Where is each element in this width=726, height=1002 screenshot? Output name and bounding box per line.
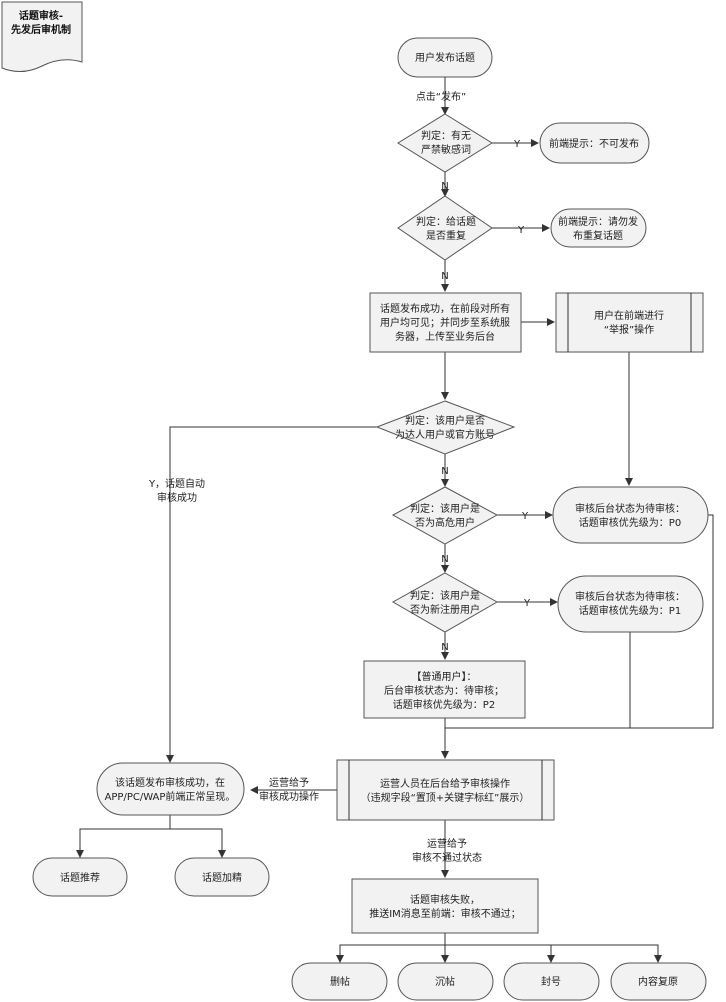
node-recommend[interactable] bbox=[32, 857, 128, 897]
node-ban-account[interactable] bbox=[503, 962, 600, 1001]
nodes-start-line-0: 用户发布话题 bbox=[415, 51, 475, 64]
edge-labels-ops-reject-line-1: 审核不通过状态 bbox=[412, 851, 482, 864]
node-delete-post[interactable] bbox=[291, 962, 388, 1001]
node-p0[interactable] bbox=[552, 486, 709, 544]
edge-labels-n5-line-0: N bbox=[441, 642, 448, 653]
edge-labels-y1-line-0: Y bbox=[513, 139, 521, 150]
edge-labels-ops-reject-line-0: 运营给予 bbox=[427, 837, 467, 850]
edge-labels-y2-line-0: Y bbox=[517, 225, 525, 236]
nodes-d-newuser-line-1: 否为新注册用户 bbox=[410, 603, 480, 616]
nodes-user-report-line-1: “举报”操作 bbox=[604, 323, 654, 336]
nodes-hint-no-repeat-line-0: 前端提示：请勿发 bbox=[558, 215, 638, 228]
nodes-recommend-line-0: 话题推荐 bbox=[60, 871, 100, 884]
nodes-ops-review-line-1: （违规字段“置顶+关键字标红”展示） bbox=[361, 791, 530, 804]
doc-title-line-1: 先发后审机制 bbox=[11, 23, 71, 36]
nodes-d-expert-line-0: 判定：该用户是否 bbox=[405, 414, 485, 427]
edge-p0-merge bbox=[445, 514, 714, 729]
node-p1[interactable] bbox=[557, 575, 704, 633]
nodes-normal-user-line-0: 【普通用户】： bbox=[412, 670, 477, 683]
edge-approved-featured bbox=[170, 828, 226, 858]
node-d-newuser[interactable] bbox=[391, 572, 499, 633]
node-normal-user[interactable] bbox=[363, 660, 526, 719]
node-d-sensitive[interactable] bbox=[397, 113, 493, 173]
nodes-p1-box-line-1: 话题审核优先级为：P1 bbox=[579, 604, 681, 617]
nodes-d-duplicate-line-0: 判定：给话题 bbox=[416, 215, 476, 228]
edge-labels-n4-line-0: N bbox=[441, 554, 448, 565]
nodes-hint-no-publish-line-0: 前端提示：不可发布 bbox=[549, 137, 639, 150]
edge-labels-auto-success-line-0: Y，话题自动 bbox=[148, 477, 205, 490]
nodes-p0-box-line-1: 话题审核优先级为：P0 bbox=[579, 516, 681, 529]
node-publish-success[interactable] bbox=[369, 292, 522, 353]
nodes-publish-success-line-1: 用户均可见；并同步至系统服 bbox=[380, 316, 510, 329]
edge-labels-ops-approve-line-1: 审核成功操作 bbox=[259, 790, 319, 803]
edge-expert-yes bbox=[166, 426, 377, 763]
node-failed[interactable] bbox=[351, 878, 539, 934]
nodes-d-newuser-line-0: 判定：该用户是 bbox=[410, 589, 480, 602]
edge-labels-ops-approve-line-0: 运营给予 bbox=[269, 776, 309, 789]
node-d-expert[interactable] bbox=[375, 400, 516, 455]
edge-labels-y4-line-0: Y bbox=[523, 598, 531, 609]
node-d-duplicate[interactable] bbox=[397, 195, 493, 261]
nodes-d-highrisk-line-1: 否为高危用户 bbox=[415, 516, 475, 529]
node-start[interactable] bbox=[397, 37, 493, 78]
nodes-d-expert-line-1: 为达人用户或官方账号 bbox=[395, 428, 495, 441]
edge-labels-n1-line-0: N bbox=[441, 181, 448, 192]
nodes-restore-line-0: 内容复原 bbox=[638, 975, 678, 988]
edge-labels-y3-line-0: Y bbox=[521, 511, 529, 522]
edge-labels-click-publish-line-0: 点击“发布” bbox=[416, 90, 466, 103]
node-user-report[interactable] bbox=[555, 292, 704, 353]
doc-title-line-0: 话题审核- bbox=[19, 9, 63, 22]
node-sink-post[interactable] bbox=[397, 962, 494, 1001]
nodes-publish-success-line-2: 务器，上传至业务后台 bbox=[395, 330, 495, 343]
nodes-failed-line-0: 话题审核失败， bbox=[410, 893, 480, 906]
edge-labels-auto-success-line-1: 审核成功 bbox=[157, 491, 197, 504]
connectors bbox=[76, 77, 714, 963]
nodes-failed-line-1: 推送IM消息至前端：审核不通过； bbox=[369, 907, 521, 920]
node-restore[interactable] bbox=[610, 962, 707, 1001]
shapes bbox=[1, 1, 709, 1001]
nodes-ops-review-line-0: 运营人员在后台给予审核操作 bbox=[380, 777, 510, 790]
document-title-shape bbox=[1, 1, 83, 72]
edge-labels-n2-line-0: N bbox=[441, 271, 448, 282]
nodes-normal-user-line-2: 话题审核优先级为：P2 bbox=[393, 698, 495, 711]
nodes-publish-success-line-0: 话题发布成功，在前段对所有 bbox=[380, 302, 510, 315]
nodes-sink-post-line-0: 沉帖 bbox=[435, 975, 455, 988]
nodes-approved-line-0: 该话题发布审核成功，在 bbox=[115, 776, 225, 789]
edge-approved-recommend bbox=[76, 815, 171, 858]
node-featured[interactable] bbox=[174, 857, 270, 897]
nodes-d-highrisk-line-0: 判定：该用户是 bbox=[410, 502, 480, 515]
nodes-d-duplicate-line-1: 是否重复 bbox=[426, 229, 466, 242]
node-ops-review[interactable] bbox=[336, 759, 555, 821]
node-hint-no-repeat[interactable] bbox=[550, 208, 647, 248]
nodes-hint-no-repeat-line-1: 布重复话题 bbox=[573, 229, 623, 242]
nodes-ban-account-line-0: 封号 bbox=[541, 975, 561, 988]
nodes-d-sensitive-line-0: 判定：有无 bbox=[421, 129, 471, 142]
node-d-highrisk[interactable] bbox=[391, 486, 499, 545]
edge-failed-restore bbox=[445, 944, 662, 963]
nodes-d-sensitive-line-1: 严禁敏感词 bbox=[421, 143, 471, 156]
nodes-delete-post-line-0: 删帖 bbox=[330, 975, 350, 988]
edge-labels-n3-line-0: N bbox=[441, 466, 448, 477]
nodes-featured-line-0: 话题加精 bbox=[202, 871, 242, 884]
nodes-p1-box-line-0: 审核后台状态为待审核： bbox=[575, 590, 685, 603]
nodes-p0-box-line-0: 审核后台状态为待审核： bbox=[575, 502, 685, 515]
nodes-normal-user-line-1: 后台审核状态为：待审核； bbox=[384, 684, 504, 697]
node-approved[interactable] bbox=[96, 762, 245, 816]
nodes-approved-line-1: APP/PC/WAP前端正常呈现。 bbox=[105, 790, 236, 803]
node-hint-no-publish[interactable] bbox=[539, 122, 650, 164]
edge-failed-delete bbox=[336, 933, 446, 963]
nodes-user-report-line-0: 用户在前端进行 bbox=[594, 309, 664, 322]
